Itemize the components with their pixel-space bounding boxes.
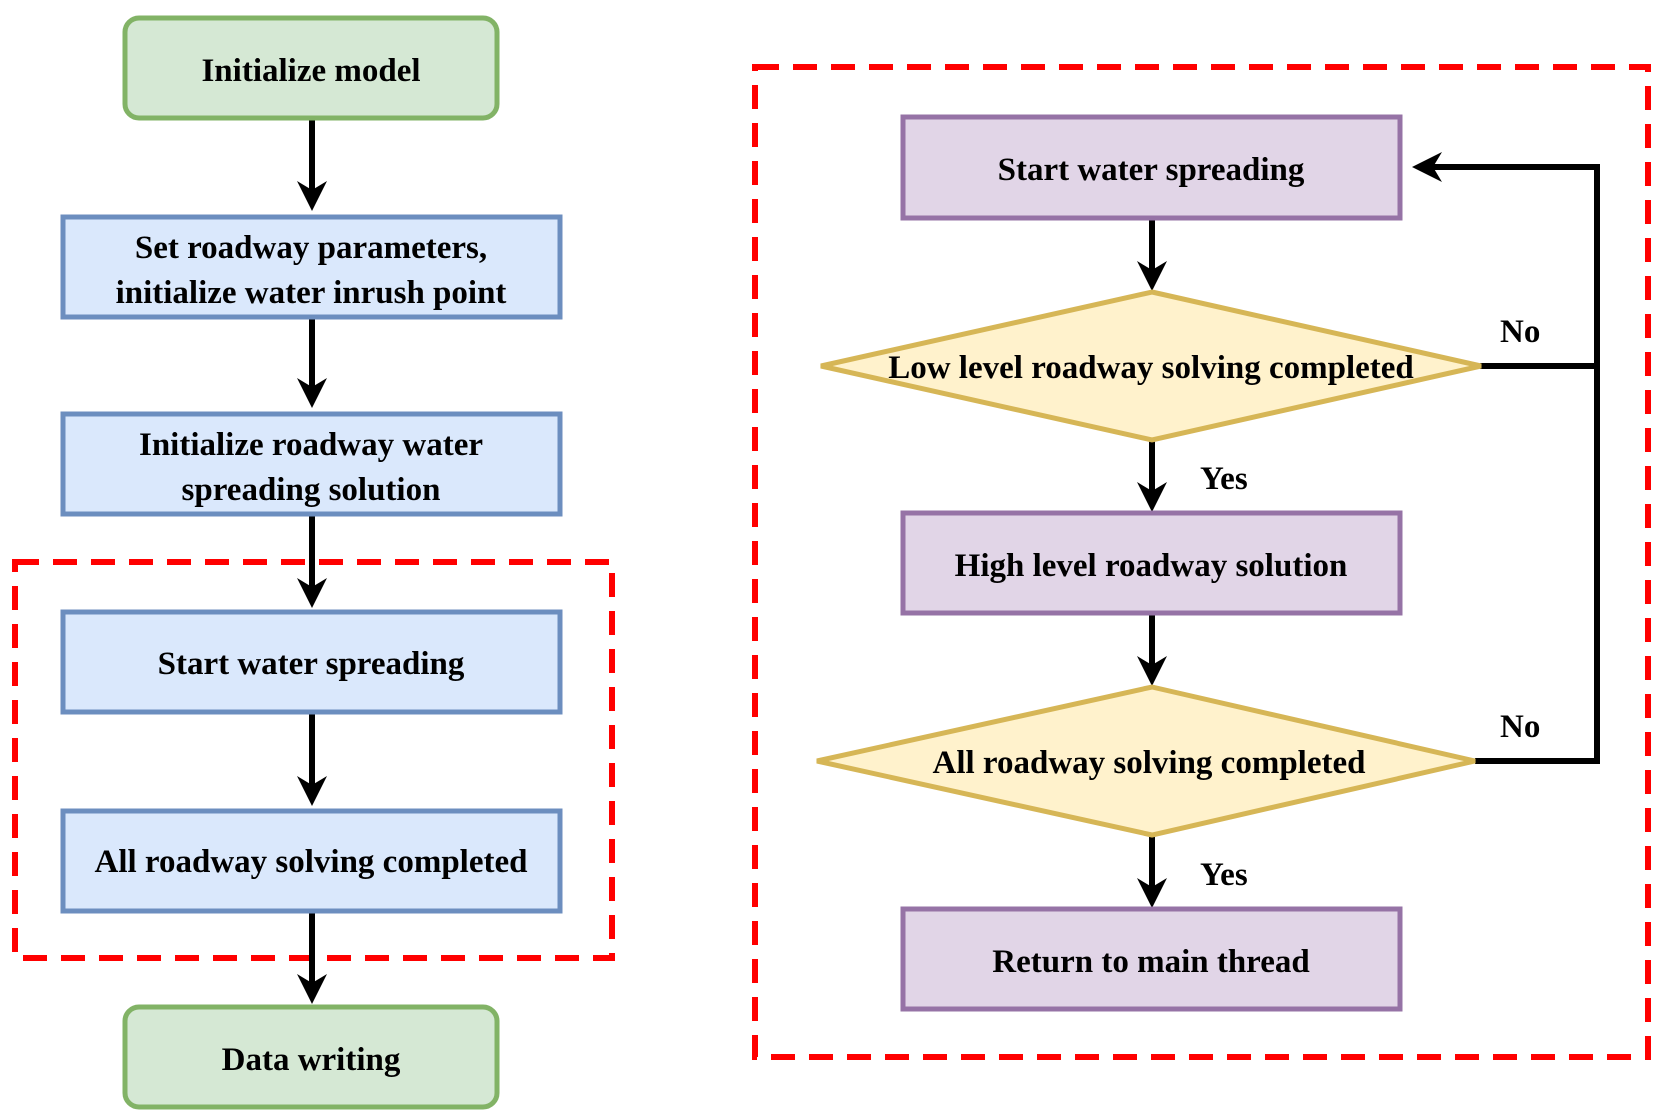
- high-level-solution-node: High level roadway solution: [900, 510, 1403, 616]
- left-all-completed-node: All roadway solving completed: [60, 808, 563, 914]
- data-writing-label: Data writing: [222, 1042, 401, 1078]
- all-roadway-decision-label: All roadway solving completed: [933, 745, 1366, 781]
- left-dashed-group: [12, 559, 615, 961]
- init-solution-node: Initialize roadway water spreading solut…: [60, 411, 563, 517]
- all-roadway-decision-node: All roadway solving completed: [816, 684, 1476, 838]
- initialize-model-label: Initialize model: [201, 53, 420, 89]
- no-label-low: No: [1500, 314, 1540, 350]
- data-writing-node: Data writing: [122, 1004, 500, 1110]
- set-parameters-label-line1: Set roadway parameters,: [135, 230, 487, 266]
- initialize-model-node: Initialize model: [122, 15, 500, 121]
- right-start-spreading-node: Start water spreading: [900, 114, 1403, 221]
- set-parameters-label-line2: initialize water inrush point: [116, 275, 507, 311]
- low-level-decision-label: Low level roadway solving completed: [888, 350, 1414, 386]
- return-main-thread-node: Return to main thread: [900, 906, 1403, 1012]
- return-main-thread-label: Return to main thread: [992, 944, 1309, 980]
- right-dashed-group: [752, 64, 1651, 1060]
- left-start-spreading-node: Start water spreading: [60, 609, 563, 715]
- left-start-spreading-label: Start water spreading: [158, 646, 465, 682]
- init-solution-label-line1: Initialize roadway water: [139, 427, 483, 463]
- edge-no-all-loop: [1412, 152, 1600, 764]
- set-parameters-node: Set roadway parameters, initialize water…: [60, 214, 563, 320]
- no-label-all: No: [1500, 709, 1540, 745]
- high-level-solution-label: High level roadway solution: [955, 548, 1348, 584]
- right-start-spreading-label: Start water spreading: [998, 152, 1305, 188]
- yes-label-all: Yes: [1200, 857, 1248, 893]
- yes-label-low: Yes: [1200, 461, 1248, 497]
- init-solution-label-line2: spreading solution: [182, 472, 441, 508]
- low-level-decision-node: Low level roadway solving completed: [820, 289, 1482, 443]
- left-all-completed-label: All roadway solving completed: [95, 844, 528, 880]
